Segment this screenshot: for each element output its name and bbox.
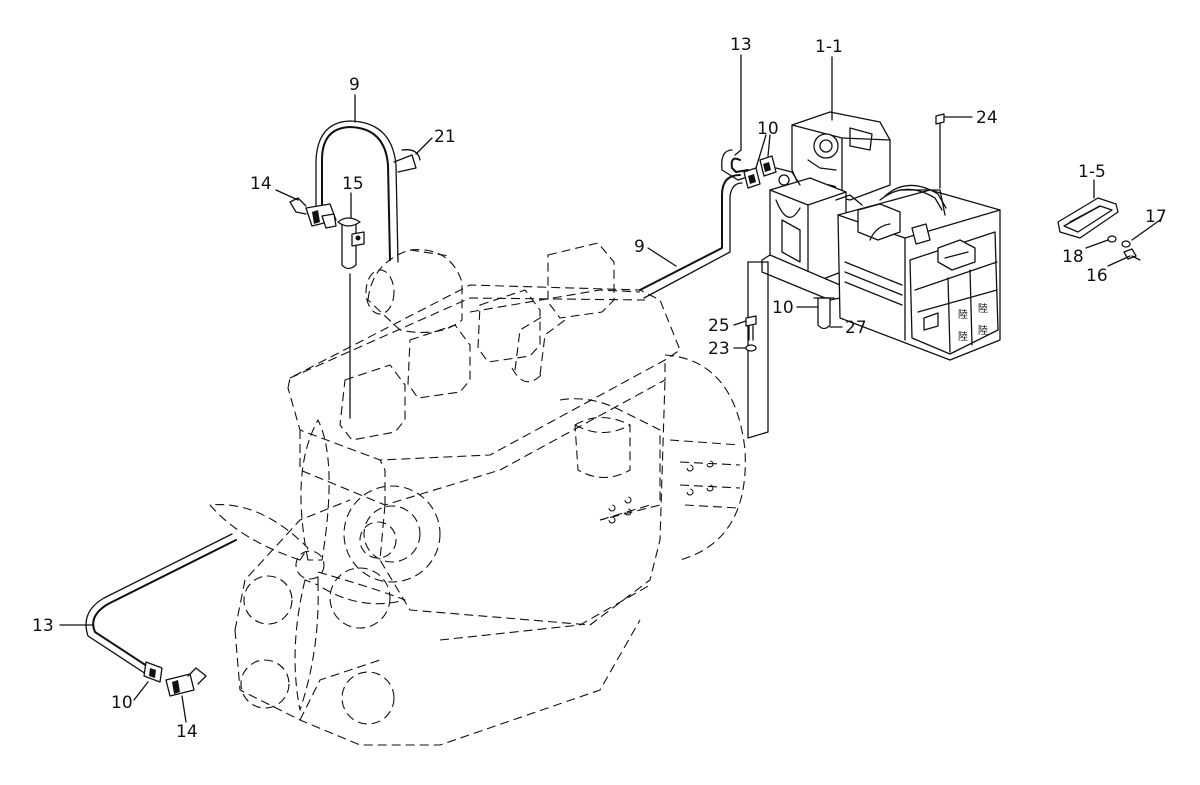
svg-text:陸: 陸 xyxy=(978,302,988,315)
fuel-line-9-top xyxy=(315,120,421,263)
callout-10-bottom: 10 xyxy=(111,693,133,713)
callout-13-top: 13 xyxy=(730,35,752,55)
callout-9-top: 9 xyxy=(349,75,360,95)
callout-1-1: 1-1 xyxy=(815,37,843,57)
callout-10-mid: 10 xyxy=(772,298,794,318)
callout-labels: 13 1-1 9 21 24 14 15 10 1-5 17 18 16 9 1… xyxy=(32,35,1167,742)
washer-23 xyxy=(745,344,757,352)
callout-23: 23 xyxy=(708,339,730,359)
heater-assembly-1-1 xyxy=(743,111,891,330)
cooling-fan-phantom xyxy=(209,419,406,711)
bolt-25 xyxy=(745,315,757,341)
callout-9-mid: 9 xyxy=(634,237,645,257)
engine-phantom-outline xyxy=(234,242,746,746)
bracket-1-5 xyxy=(1057,197,1119,239)
shutoff-valve-14-top xyxy=(289,197,337,229)
callout-15: 15 xyxy=(342,174,364,194)
callout-25: 25 xyxy=(708,316,730,336)
fuel-line-13-top xyxy=(721,149,751,181)
battery-control-box: 陸 陸 陸 陸 xyxy=(835,184,1001,361)
svg-text:陸: 陸 xyxy=(958,330,968,343)
callout-24: 24 xyxy=(976,108,998,128)
callout-13-bottom: 13 xyxy=(32,616,54,636)
shutoff-valve-14-bottom xyxy=(165,667,207,697)
callout-18: 18 xyxy=(1062,247,1084,267)
washer-17 xyxy=(1121,240,1131,248)
callout-17: 17 xyxy=(1145,207,1167,227)
callout-14-top: 14 xyxy=(250,174,272,194)
washer-18 xyxy=(1107,235,1117,243)
svg-text:陸: 陸 xyxy=(978,324,988,337)
callout-27: 27 xyxy=(845,318,867,338)
callout-1-5: 1-5 xyxy=(1078,162,1106,182)
callout-14-bottom: 14 xyxy=(176,722,198,742)
callout-16: 16 xyxy=(1086,266,1108,286)
bolt-24 xyxy=(935,113,945,189)
fitting-10-bottom xyxy=(143,661,163,683)
svg-text:陸: 陸 xyxy=(958,308,968,321)
callout-21: 21 xyxy=(434,127,456,147)
fuel-line-13-bottom xyxy=(85,533,237,675)
tee-fitting-15 xyxy=(337,217,365,270)
leader-lines xyxy=(59,54,1161,723)
bolt-16 xyxy=(1123,248,1141,261)
fuel-line-9-middle xyxy=(639,174,743,299)
callout-10-top: 10 xyxy=(757,119,779,139)
